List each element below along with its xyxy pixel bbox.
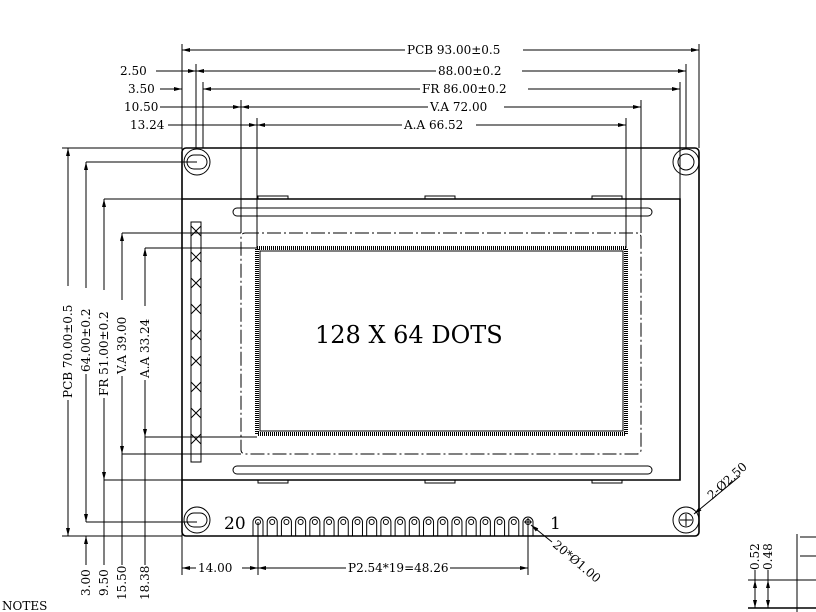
pin-offset-label: 14.00 bbox=[198, 561, 232, 575]
mount-hole-note: 2-Ø2.50 bbox=[705, 460, 750, 503]
pin-20 bbox=[252, 516, 264, 536]
pcb-outline bbox=[181, 147, 700, 537]
mounting-hole-bottom-right bbox=[672, 506, 700, 534]
pin-20-label: 20 bbox=[224, 514, 246, 534]
va-width-label: V.A 72.00 bbox=[429, 100, 487, 114]
pin-7 bbox=[437, 516, 449, 536]
offset-outline-label: 3.00 bbox=[79, 569, 93, 596]
pin-hole-note: 20*Ø1.00 bbox=[550, 538, 603, 586]
pin-2 bbox=[508, 516, 520, 536]
offset-frame-label: 3.50 bbox=[128, 82, 155, 96]
pin-9 bbox=[408, 516, 420, 536]
pin-pitch-label: P2.54*19=48.26 bbox=[348, 561, 448, 575]
aa-width-label: A.A 66.52 bbox=[403, 118, 463, 132]
pin-12 bbox=[366, 516, 378, 536]
outline-height-label: 64.00±0.2 bbox=[79, 309, 93, 373]
mounting-hole-top-right bbox=[672, 148, 700, 176]
offset-frame-v-label: 9.50 bbox=[97, 569, 111, 596]
pin-3 bbox=[494, 516, 506, 536]
pin-18 bbox=[280, 516, 292, 536]
pin-6 bbox=[451, 516, 463, 536]
frame-width-label: FR 86.00±0.2 bbox=[422, 82, 507, 96]
notes-heading: NOTES bbox=[2, 599, 47, 612]
pin-14 bbox=[337, 516, 349, 536]
offset-pcb-label: 2.50 bbox=[120, 64, 147, 78]
pin-13 bbox=[351, 516, 363, 536]
pin-5 bbox=[465, 516, 477, 536]
offset-aa-label: 13.24 bbox=[130, 118, 165, 132]
pin-1 bbox=[522, 516, 534, 536]
bottom-slot bbox=[232, 465, 653, 475]
vertical-dimensions: PCB 70.00±0.5 64.00±0.2 FR 51.00±0.2 V.A… bbox=[61, 148, 152, 600]
pin-19 bbox=[266, 516, 278, 536]
outline-width-label: 88.00±0.2 bbox=[438, 64, 502, 78]
pin-15 bbox=[323, 516, 335, 536]
side-dim-1: 0.52 bbox=[748, 543, 762, 570]
horizontal-dimensions: PCB 93.00±0.5 88.00±0.2 FR 86.00±0.2 V.A… bbox=[120, 43, 699, 132]
side-connector-strip bbox=[190, 221, 202, 463]
pcb-width-label: PCB 93.00±0.5 bbox=[407, 43, 500, 57]
offset-va-label: 10.50 bbox=[124, 100, 158, 114]
mounting-hole-top-left bbox=[183, 148, 211, 176]
frame-height-label: FR 51.00±0.2 bbox=[97, 311, 111, 396]
pin-header bbox=[252, 516, 534, 536]
pin-11 bbox=[380, 516, 392, 536]
top-slot bbox=[232, 207, 653, 217]
active-area bbox=[255, 246, 628, 436]
pin-10 bbox=[394, 516, 406, 536]
aa-height-label: A.A 33.24 bbox=[138, 318, 152, 379]
va-height-label: V.A 39.00 bbox=[115, 317, 129, 375]
offset-aa-v-label: 18.38 bbox=[138, 566, 152, 600]
frame-tabs bbox=[257, 195, 623, 484]
pin-1-label: 1 bbox=[550, 514, 561, 534]
frame-outline bbox=[182, 198, 681, 481]
side-view-partial: 0.52 0.48 bbox=[748, 534, 816, 612]
pin-16 bbox=[309, 516, 321, 536]
offset-va-v-label: 15.50 bbox=[115, 566, 129, 600]
mounting-hole-bottom-left bbox=[183, 506, 211, 534]
pin-17 bbox=[295, 516, 307, 536]
side-dim-2: 0.48 bbox=[761, 543, 775, 570]
display-resolution-label: 128 X 64 DOTS bbox=[315, 321, 503, 349]
pcb-height-label: PCB 70.00±0.5 bbox=[61, 305, 75, 398]
pin-8 bbox=[423, 516, 435, 536]
active-area-inner bbox=[259, 250, 624, 432]
pin-4 bbox=[479, 516, 491, 536]
